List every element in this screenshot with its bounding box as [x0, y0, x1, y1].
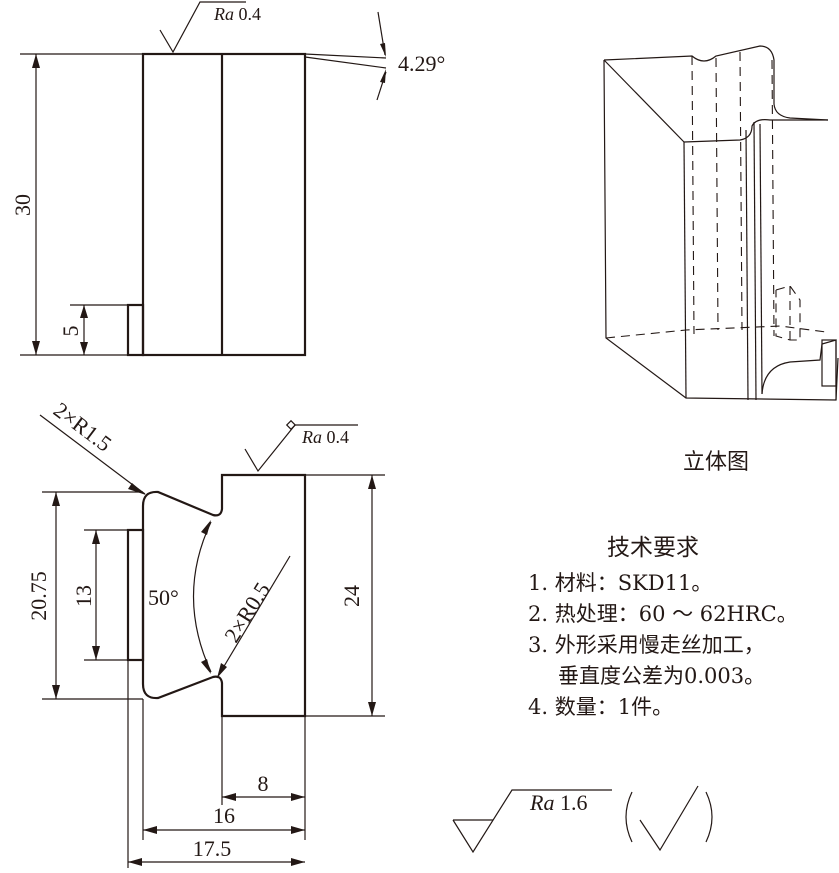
- note-item: 1. 材料：SKD11。: [528, 571, 713, 595]
- height-30-dim: 30: [10, 53, 143, 356]
- note-item: 4. 数量：1件。: [528, 695, 674, 719]
- general-ra-value: 1.6: [560, 790, 588, 815]
- slot-13-dim: 13: [71, 529, 128, 661]
- note-item: 3. 外形采用慢走丝加工，: [528, 633, 765, 657]
- top-ra-value: 0.4: [239, 4, 262, 24]
- top-view-step: [126, 303, 145, 357]
- top-roughness-symbol: Ra 0.4: [159, 1, 261, 54]
- bottom-view: Ra 0.4 2×R1.5 2×R0.5 50° 20.: [26, 397, 385, 868]
- notes-title: 技术要求: [607, 535, 699, 561]
- check-mark-symbol: [639, 785, 699, 852]
- height-24-value: 24: [339, 585, 364, 607]
- bottom-view-slot: [126, 528, 145, 662]
- fillet-outer-dim: 2×R1.5: [39, 397, 146, 495]
- bottom-roughness-symbol: Ra 0.4: [244, 419, 358, 473]
- slot-13-value: 13: [71, 585, 96, 607]
- step-5-dim: 5: [58, 304, 128, 355]
- isometric-view: 立体图: [603, 45, 839, 475]
- bottom-view-outline: [141, 473, 307, 718]
- fillet-inner-value: 2×R0.5: [219, 578, 275, 647]
- note-item-continuation: 垂直度公差为0.003。: [558, 664, 766, 688]
- svg-text:Ra 1.6: Ra 1.6: [529, 790, 587, 815]
- height-20-75-dim: 20.75: [26, 491, 143, 700]
- top-view: Ra 0.4 4.29° 30 5: [10, 1, 445, 357]
- angle-50-dim: 50°: [148, 520, 212, 674]
- width-16-value: 16: [213, 803, 235, 828]
- top-angle-dim: 4.29°: [304, 11, 445, 101]
- svg-text:Ra 0.4: Ra 0.4: [301, 427, 349, 447]
- angle-50-value: 50°: [148, 585, 179, 610]
- general-ra-label: Ra: [529, 790, 554, 815]
- height-30-value: 30: [10, 194, 35, 216]
- width-17-5-value: 17.5: [193, 836, 232, 861]
- note-item: 2. 热处理：60 ～ 62HRC。: [528, 602, 798, 626]
- step-5-value: 5: [58, 326, 83, 337]
- width-8-dim: 8: [222, 771, 305, 801]
- width-17-5-dim: 17.5: [128, 836, 305, 866]
- bottom-ra-value: 0.4: [327, 427, 350, 447]
- height-24-dim: 24: [305, 474, 385, 717]
- top-ra-label: Ra: [213, 4, 234, 24]
- svg-text:Ra 0.4: Ra 0.4: [213, 4, 261, 24]
- width-16-dim: 16: [143, 803, 305, 834]
- height-20-75-value: 20.75: [26, 571, 51, 621]
- technical-notes: 技术要求 1. 材料：SKD11。 2. 热处理：60 ～ 62HRC。 3. …: [528, 528, 838, 723]
- iso-caption: 立体图: [683, 450, 749, 475]
- top-angle-value: 4.29°: [398, 51, 445, 76]
- top-view-outline: [141, 52, 307, 357]
- general-roughness: Ra 1.6: [452, 785, 713, 854]
- fillet-inner-dim: 2×R0.5: [216, 555, 291, 679]
- bottom-ra-label: Ra: [301, 427, 322, 447]
- width-8-value: 8: [258, 771, 269, 796]
